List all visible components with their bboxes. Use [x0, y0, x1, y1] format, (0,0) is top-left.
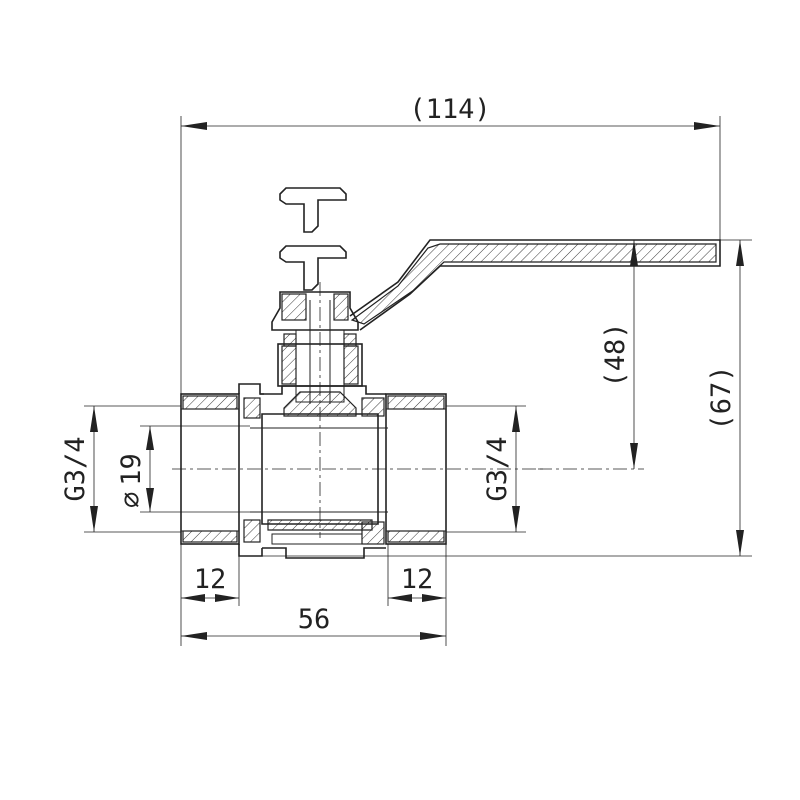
dim-bore-diameter-label: 19	[116, 453, 147, 486]
right-fitting-hatch-bottom	[387, 530, 445, 543]
valve-stem-assembly	[271, 291, 363, 404]
dim-thread-depth-left-label: 12	[194, 564, 227, 595]
dim-handle-height: (48)	[600, 240, 638, 469]
dim-bore-diameter: ⌀ 19	[116, 425, 250, 513]
dim-body-length-label: 56	[298, 604, 331, 635]
left-fitting-hatch-top	[182, 395, 238, 410]
ball-top-seat	[283, 391, 357, 417]
left-fitting-hatch-bottom	[182, 530, 238, 543]
dim-thread-left-label: G3/4	[60, 436, 91, 501]
center-lines	[172, 282, 644, 538]
left-shoulder	[238, 383, 264, 395]
svg-text:⌀19: ⌀ 19	[116, 453, 147, 508]
valve-body	[180, 383, 447, 559]
dim-thread-depth-right: 12	[387, 544, 447, 646]
diameter-symbol: ⌀	[116, 492, 147, 508]
t-handle-symbols	[279, 187, 347, 291]
dim-thread-left: G3/4	[60, 405, 181, 533]
lever-handle	[349, 239, 721, 331]
central-body-bottom	[262, 547, 386, 559]
dim-body-length: 56	[181, 604, 446, 640]
dim-total-height-label: (67)	[706, 365, 737, 430]
t-handle-lower	[279, 245, 347, 291]
stem-nut	[271, 291, 359, 331]
dim-total-height: (67)	[244, 239, 752, 557]
dim-overall-length: (114)	[180, 94, 721, 394]
dim-thread-right: G3/4	[446, 405, 526, 533]
dim-handle-height-label: (48)	[600, 322, 631, 387]
t-handle-upper	[279, 187, 347, 233]
dim-thread-right-label: G3/4	[482, 436, 513, 501]
dim-thread-depth-left: 12	[180, 544, 240, 646]
dim-overall-length-label: (114)	[409, 94, 490, 125]
lever-hatch	[350, 243, 717, 325]
dim-thread-depth-right-label: 12	[401, 564, 434, 595]
right-fitting-hatch-top	[387, 395, 445, 410]
